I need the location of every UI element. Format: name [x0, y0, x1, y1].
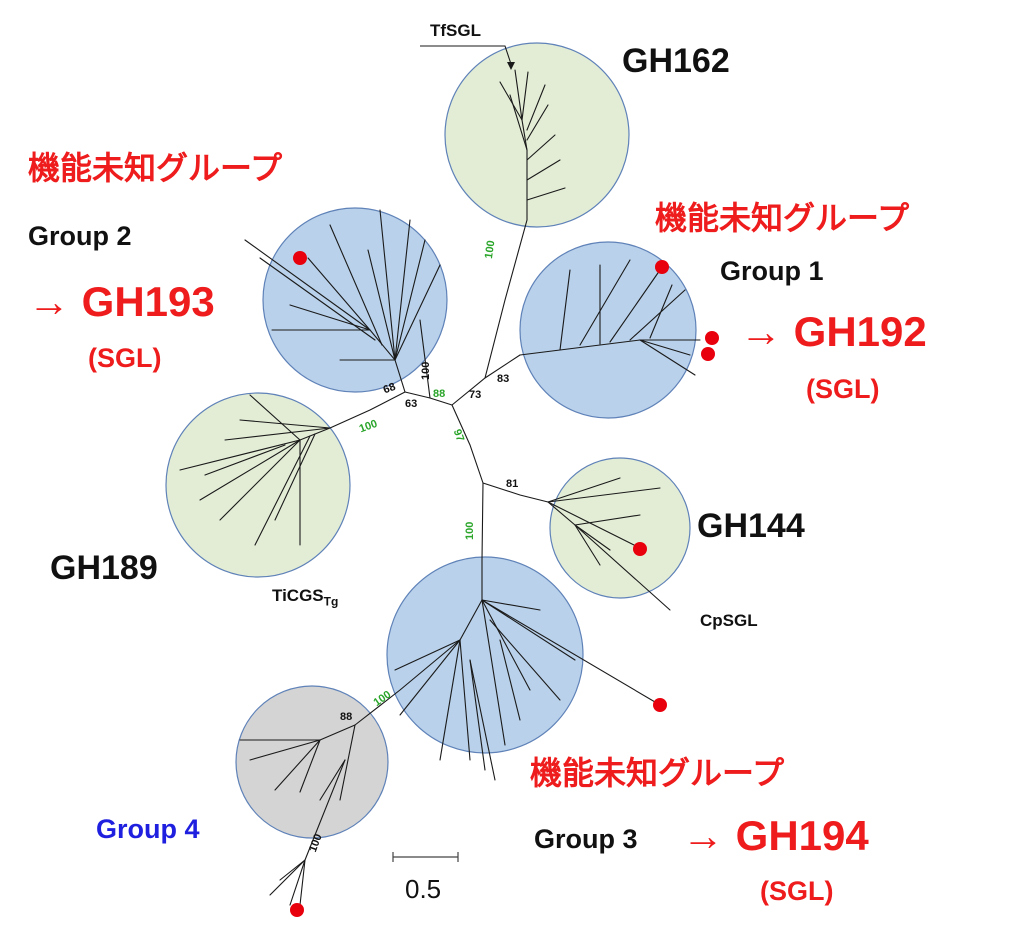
group2-arrow: →: [28, 278, 70, 325]
leaf-markers: [290, 251, 719, 917]
bootstrap-100-group2: 100: [420, 361, 432, 380]
clade-circle-group3: [386, 556, 584, 754]
bootstrap-73: 73: [469, 389, 482, 401]
leaf-marker-group3: [653, 698, 667, 712]
group1-new-family: → GH192: [740, 311, 927, 353]
group4-name: Group 4: [96, 814, 200, 844]
group3-new-family: → GH194: [682, 815, 869, 857]
leaf-marker-group1-mid: [705, 331, 719, 345]
leaf-label-ticgs: TiCGSTg: [272, 587, 338, 607]
group1-name: Group 1: [720, 256, 824, 286]
leaf-marker-group1-low: [701, 347, 715, 361]
leaf-label-tfsgl: TfSGL: [430, 21, 481, 40]
group2-sgl: (SGL): [88, 343, 162, 373]
leaf-marker-group4: [290, 903, 304, 917]
leaf-label-ticgs-main: TiCGS: [272, 586, 324, 605]
group2-unknown-note: 機能未知グループ: [28, 149, 283, 187]
group3-unknown-note: 機能未知グループ: [530, 754, 785, 792]
group3-sgl: (SGL): [760, 876, 834, 906]
tfsgl-arrowhead: [507, 62, 515, 70]
group2-new-family: → GH193: [28, 281, 215, 323]
leaf-marker-group2: [293, 251, 307, 265]
clade-circle-group1: [519, 241, 697, 419]
group2-family-code: GH193: [81, 278, 215, 325]
clade-circle-gh144: [549, 457, 691, 599]
leaf-label-cpsgl: CpSGL: [700, 611, 758, 630]
leaf-marker-gh144: [633, 542, 647, 556]
bootstrap-83: 83: [497, 373, 510, 385]
leaf-label-ticgs-sub: Tg: [323, 594, 339, 609]
bootstrap-100-group3: 100: [464, 521, 476, 540]
group3-family-code: GH194: [735, 812, 869, 859]
bootstrap-88-center: 88: [433, 388, 446, 400]
group1-unknown-note: 機能未知グループ: [655, 199, 910, 237]
bootstrap-81: 81: [506, 478, 519, 490]
group3-arrow: →: [682, 812, 724, 859]
group1-sgl: (SGL): [806, 374, 880, 404]
clade-circle-gh189: [165, 392, 351, 578]
scale-bar-label: 0.5: [405, 874, 442, 904]
group1-family-code: GH192: [793, 308, 927, 355]
scale-bar-line: [392, 852, 459, 862]
bootstrap-88-group4: 88: [340, 711, 353, 723]
leaf-marker-group1-top: [655, 260, 669, 274]
group1-arrow: →: [740, 308, 782, 355]
family-label-gh162: GH162: [622, 42, 730, 80]
family-label-gh144: GH144: [697, 507, 805, 545]
tfsgl-callout-line: [420, 45, 512, 65]
family-label-gh189: GH189: [50, 549, 158, 587]
group2-name: Group 2: [28, 221, 132, 251]
clade-circle-gh162: [444, 42, 630, 228]
bootstrap-63: 63: [405, 398, 418, 410]
group3-name: Group 3: [534, 824, 638, 854]
clade-circle-group2: [262, 207, 448, 393]
tree-branches: [179, 69, 701, 906]
